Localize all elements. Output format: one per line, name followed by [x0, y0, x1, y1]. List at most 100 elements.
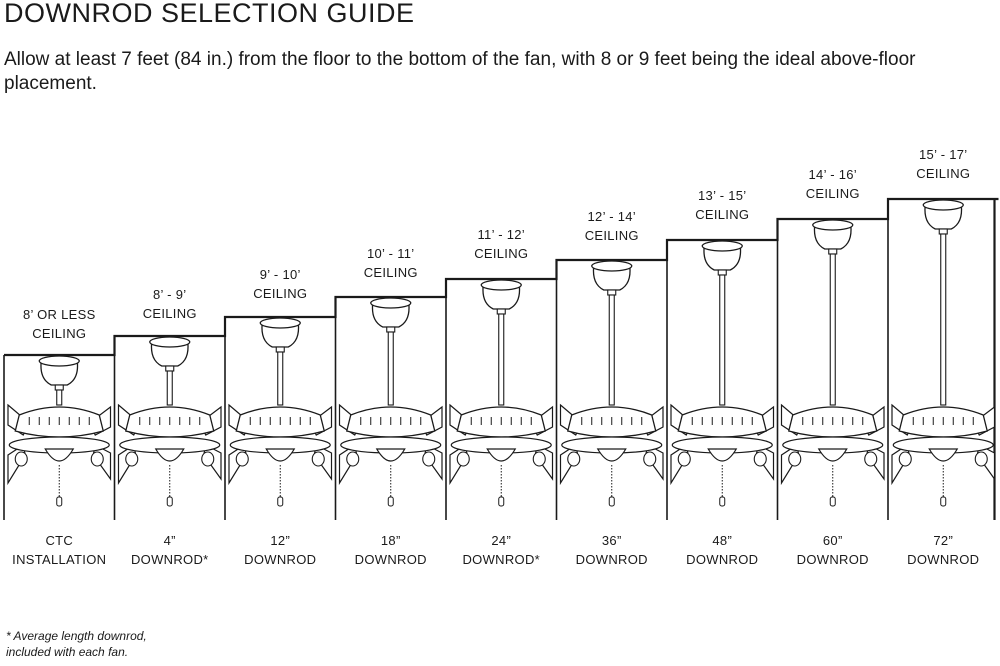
downrod-label: DOWNROD	[244, 552, 316, 567]
downrod	[829, 253, 836, 406]
downrod-label: DOWNROD	[576, 552, 648, 567]
pull-chain-fob	[719, 496, 726, 507]
ceiling-label: CEILING	[695, 207, 749, 222]
switch-cup	[707, 448, 738, 462]
footnote: * Average length downrod, included with …	[6, 628, 147, 660]
light-bulb-right	[311, 451, 325, 467]
pull-chain-fob	[940, 496, 947, 507]
switch-cup	[596, 448, 627, 462]
fan-panel-6	[555, 260, 664, 520]
page-title: DOWNROD SELECTION GUIDE	[4, 0, 415, 28]
light-bulb-left	[898, 451, 912, 467]
canopy-top	[701, 240, 743, 252]
fan-panel-3	[224, 317, 333, 520]
fan-panel-1	[3, 355, 112, 520]
light-bulb-right	[532, 451, 546, 467]
downrod-label: DOWNROD*	[131, 552, 209, 567]
canopy	[592, 265, 631, 291]
light-bulb-left	[235, 451, 249, 467]
ceiling-label: 8’ - 9’	[153, 287, 186, 302]
pull-chain-fob	[166, 496, 173, 507]
downrod	[166, 370, 173, 406]
downrod	[940, 233, 947, 406]
ceiling-label: CEILING	[916, 166, 970, 181]
canopy-top	[480, 279, 522, 291]
canopy-neck	[165, 365, 175, 372]
canopy-neck	[717, 269, 727, 276]
canopy-neck	[607, 289, 617, 296]
light-bulb-right	[201, 451, 215, 467]
canopy-neck	[386, 326, 396, 333]
light-bulb-left	[14, 451, 28, 467]
ceiling-label: 10’ - 11’	[367, 246, 415, 261]
pull-chain-fob	[829, 496, 836, 507]
switch-cup	[486, 448, 517, 462]
downrod-label: 72”	[933, 533, 953, 548]
light-bulb-left	[456, 451, 470, 467]
intro-text: Allow at least 7 feet (84 in.) from the …	[4, 49, 916, 94]
switch-cup	[265, 448, 296, 462]
downrod-label: 48”	[712, 533, 732, 548]
fan-panel-5	[445, 279, 554, 520]
downrod-label: DOWNROD	[686, 552, 758, 567]
canopy-top	[591, 260, 633, 272]
light-bulb-left	[567, 451, 581, 467]
footnote-line-2: included with each fan.	[6, 645, 129, 659]
light-bulb-left	[677, 451, 691, 467]
downrod-label: DOWNROD	[907, 552, 979, 567]
pull-chain-fob	[56, 496, 63, 507]
downrod	[498, 313, 505, 406]
downrod	[277, 351, 284, 406]
canopy	[371, 302, 410, 328]
fan-panel-2	[113, 336, 222, 520]
downrod	[719, 274, 726, 406]
ceiling-label: 14’ - 16’	[809, 167, 857, 182]
downrod	[387, 331, 394, 406]
canopy-neck	[275, 346, 285, 353]
ceiling-label: CEILING	[364, 265, 418, 280]
canopy-top	[149, 336, 191, 348]
downrod-label: INSTALLATION	[12, 552, 106, 567]
canopy-neck	[938, 228, 948, 235]
light-bulb-right	[90, 451, 104, 467]
switch-cup	[154, 448, 185, 462]
light-bulb-left	[125, 451, 139, 467]
downrod-label: DOWNROD	[797, 552, 869, 567]
light-bulb-right	[753, 451, 767, 467]
ceiling-label: CEILING	[474, 246, 528, 261]
canopy	[813, 224, 852, 250]
canopy-neck	[54, 384, 64, 391]
downrod-label: 12”	[270, 533, 290, 548]
canopy-top	[812, 219, 854, 231]
ceiling-label: CEILING	[32, 326, 86, 341]
light-bulb-left	[346, 451, 360, 467]
ceiling-label: CEILING	[253, 286, 307, 301]
fan-panel-8	[776, 219, 885, 520]
pull-chain-fob	[608, 496, 615, 507]
pull-chain-fob	[387, 496, 394, 507]
ceiling-label: 13’ - 15’	[698, 188, 746, 203]
ceiling-label: 11’ - 12’	[477, 227, 525, 242]
downrod	[608, 294, 615, 406]
downrod	[56, 389, 63, 406]
ceiling-label: 12’ - 14’	[588, 209, 636, 224]
switch-cup	[44, 448, 75, 462]
fan-panel-9	[887, 199, 996, 520]
switch-cup	[928, 448, 959, 462]
canopy	[482, 284, 521, 310]
canopy-top	[370, 297, 412, 309]
downrod-label: 60”	[823, 533, 843, 548]
fan-panel-7	[666, 240, 775, 520]
ceiling-label: CEILING	[585, 228, 639, 243]
light-bulb-right	[643, 451, 657, 467]
downrod-label: 18”	[381, 533, 401, 548]
light-bulb-left	[788, 451, 802, 467]
light-bulb-right	[864, 451, 878, 467]
ceiling-label: 8’ OR LESS	[23, 307, 96, 322]
fan-panel-4	[334, 297, 443, 520]
canopy-top	[922, 199, 964, 211]
downrod-label: 4”	[164, 533, 176, 548]
downrod-label: 36”	[602, 533, 622, 548]
light-bulb-right	[974, 451, 988, 467]
